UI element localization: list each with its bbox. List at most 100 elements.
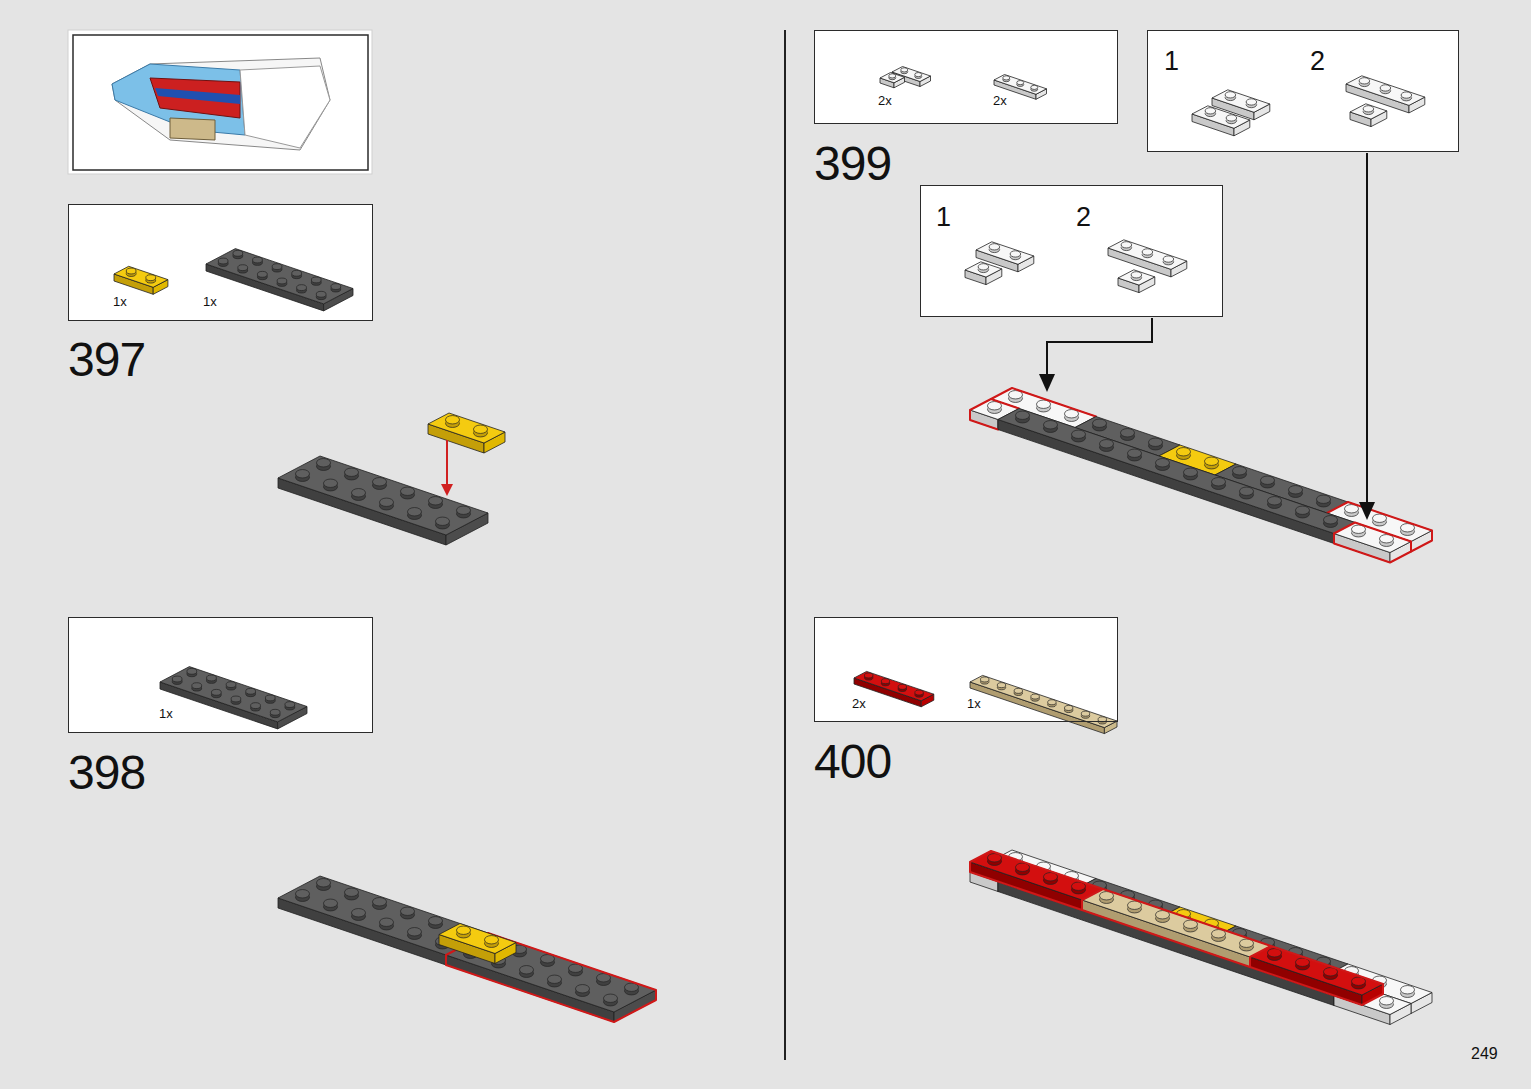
stud-top xyxy=(317,879,331,887)
part-count: 1x xyxy=(967,697,981,710)
model-white xyxy=(240,66,330,148)
stud-top xyxy=(380,918,394,926)
stud-top xyxy=(1142,249,1153,255)
stud-top xyxy=(270,709,280,715)
assembly-arrows xyxy=(441,153,1375,520)
stud-top xyxy=(1212,478,1226,486)
stud-top xyxy=(548,975,562,983)
stud-top xyxy=(218,258,228,264)
stud-top xyxy=(246,688,256,694)
plate-top xyxy=(1346,76,1425,106)
stud-top xyxy=(1240,487,1254,495)
model-tan xyxy=(170,118,215,140)
stud-top xyxy=(146,275,156,281)
callout-arrow xyxy=(1047,318,1152,378)
stud-top xyxy=(576,985,590,993)
stud-top xyxy=(187,668,197,674)
stud-top xyxy=(898,684,906,689)
place-arrow xyxy=(446,440,448,486)
stud-top xyxy=(316,291,326,297)
part-count: 1x xyxy=(159,707,173,720)
stud-top xyxy=(997,683,1005,688)
stud-top xyxy=(1359,78,1370,84)
stud-top xyxy=(1363,106,1374,112)
new-part-outline xyxy=(1250,946,1383,1005)
stud-top xyxy=(172,676,182,682)
parts-ground xyxy=(814,617,1118,722)
stud-top xyxy=(436,517,450,525)
stud-top xyxy=(881,679,889,684)
place-arrow-head xyxy=(441,484,453,496)
stud-top xyxy=(1017,81,1024,85)
stud-top xyxy=(457,926,471,934)
plate-top xyxy=(1108,240,1187,270)
stud-top xyxy=(1121,242,1132,248)
part-count: 1x xyxy=(113,295,127,308)
stud-top xyxy=(1044,421,1058,429)
stud-top xyxy=(408,928,422,936)
stud-top xyxy=(1184,468,1198,476)
callout-arrow-head xyxy=(1039,374,1055,392)
stud-top xyxy=(272,264,282,270)
stud-top xyxy=(401,487,415,495)
stud-top xyxy=(1072,430,1086,438)
part-count: 2x xyxy=(993,94,1007,107)
stud-top xyxy=(324,479,338,487)
substep-number: 2 xyxy=(1310,48,1325,75)
stud-top xyxy=(457,506,471,514)
callout-arrow-head xyxy=(1359,502,1375,520)
plate-front xyxy=(970,682,1104,734)
plate-top xyxy=(1350,104,1387,119)
parts-box: 1x xyxy=(68,617,373,733)
substep-number: 1 xyxy=(936,204,951,231)
stud-top xyxy=(429,917,443,925)
stud-top xyxy=(989,244,1000,250)
stud-top xyxy=(1296,506,1310,514)
stud-top xyxy=(1163,256,1174,262)
substep-number: 2 xyxy=(1076,204,1091,231)
stud-top xyxy=(1031,85,1038,89)
plate-top xyxy=(160,667,307,722)
plate-top xyxy=(1250,946,1383,995)
stud-top xyxy=(901,68,908,72)
stud-top xyxy=(1081,711,1089,716)
stud-top xyxy=(1121,429,1135,437)
stud-top xyxy=(317,459,331,467)
substep-number: 1 xyxy=(1164,48,1179,75)
bricks xyxy=(114,67,1432,1025)
parts-ground xyxy=(814,30,1118,124)
model-red xyxy=(150,78,240,118)
stud-top xyxy=(915,73,922,77)
plate-top xyxy=(970,675,1117,727)
stud-top xyxy=(401,907,415,915)
stud-top xyxy=(1226,115,1237,121)
stud-top xyxy=(277,278,287,284)
stud-top xyxy=(889,74,896,78)
plate-front xyxy=(998,420,1334,544)
stud-top xyxy=(257,271,267,277)
stud-top xyxy=(226,682,236,688)
plate-top xyxy=(114,266,168,287)
stud-top xyxy=(1014,688,1022,693)
stud-top xyxy=(1380,997,1394,1005)
stud-top xyxy=(1016,411,1030,419)
stud-top xyxy=(446,416,460,424)
stud-top xyxy=(1380,85,1391,91)
stud-top xyxy=(1225,92,1236,98)
substep-box: 12 xyxy=(920,185,1223,317)
stud-top xyxy=(457,926,471,934)
stud-top xyxy=(352,909,366,917)
stud-top xyxy=(345,888,359,896)
parts-box: 2x2x xyxy=(814,30,1118,124)
stud-top xyxy=(865,673,873,678)
plate-front xyxy=(998,882,1334,1006)
model-blue-row xyxy=(155,88,240,104)
stud-top xyxy=(345,468,359,476)
stud-top xyxy=(1031,694,1039,699)
step-number: 398 xyxy=(68,749,145,797)
step-number: 399 xyxy=(814,140,891,188)
part-count: 2x xyxy=(852,697,866,710)
callout-arrow xyxy=(1366,153,1368,504)
overview-box xyxy=(73,35,368,170)
